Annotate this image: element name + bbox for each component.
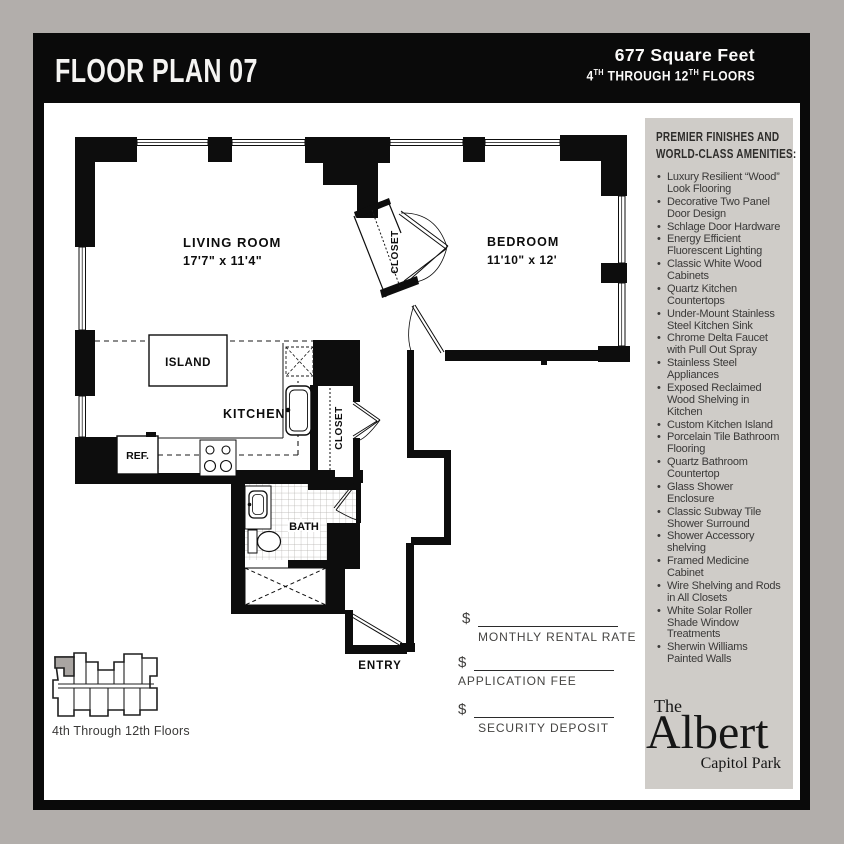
amenity-item: Under-Mount Stainless Steel Kitchen Sink [656, 308, 783, 333]
amenity-item: Custom Kitchen Island [656, 419, 783, 432]
room-labels: LIVING ROOM 17'7" x 11'4" BEDROOM 11'10"… [126, 230, 559, 672]
floor-plan-drawing: LIVING ROOM 17'7" x 11'4" BEDROOM 11'10"… [75, 135, 630, 672]
amenity-item: Porcelain Tile Bathroom Flooring [656, 431, 783, 456]
amenity-item: Glass Shower Enclosure [656, 481, 783, 506]
amenities-list: Luxury Resilient “Wood” Look FlooringDec… [656, 171, 783, 666]
kitchen-label: KITCHEN [223, 407, 286, 421]
amenity-item: Stainless Steel Appliances [656, 357, 783, 382]
amenities-heading: PREMIER FINISHES AND WORLD-CLASS AMENITI… [656, 130, 797, 161]
building-keyplan [52, 652, 158, 717]
fill-in-line[interactable] [474, 717, 614, 718]
bedroom-closet-label: CLOSET [390, 230, 401, 274]
amenity-item: Schlage Door Hardware [656, 221, 783, 234]
amenity-item: Exposed Reclaimed Wood Shelving in Kitch… [656, 382, 783, 419]
living-room-label: LIVING ROOM [183, 235, 281, 250]
toilet-fixture [247, 529, 282, 554]
amenity-item: Classic White Wood Cabinets [656, 258, 783, 283]
bath-label: BATH [289, 521, 319, 533]
application-fee-label: APPLICATION FEE [458, 674, 577, 688]
logo-subtitle: Capitol Park [700, 755, 781, 773]
walls [75, 135, 630, 654]
island-label: ISLAND [165, 357, 211, 369]
hall-closet [329, 388, 381, 477]
amenity-item: Decorative Two Panel Door Design [656, 196, 783, 221]
fill-in-line[interactable] [478, 626, 618, 627]
hall-closet-label: CLOSET [334, 406, 345, 450]
amenity-item: Quartz Bathroom Countertop [656, 456, 783, 481]
kitchen-island [148, 334, 228, 387]
security-deposit-label: SECURITY DEPOSIT [478, 721, 609, 735]
bath-door [333, 482, 358, 521]
page-title: FLOOR PLAN 07 [55, 52, 258, 89]
ref-label: REF. [126, 450, 149, 462]
amenity-item: Classic Subway Tile Shower Surround [656, 506, 783, 531]
fill-in-line[interactable] [474, 670, 614, 671]
bedroom-door [408, 304, 445, 354]
dollar-sign: $ [458, 654, 467, 671]
amenity-item: Wire Shelving and Rods in All Closets [656, 580, 783, 605]
living-room-dims: 17'7" x 11'4" [183, 254, 262, 268]
shower [244, 567, 327, 606]
highlighted-unit [54, 656, 75, 677]
bath-sink-fixture [244, 485, 272, 530]
dollar-sign: $ [462, 610, 471, 627]
entry-label: ENTRY [358, 660, 402, 672]
amenity-item: Shower Accessory shelving [656, 530, 783, 555]
header-right: 677 Square Feet 4TH THROUGH 12TH FLOORS [559, 45, 755, 84]
refrigerator-fixture [116, 432, 159, 475]
amenity-item: Framed Medicine Cabinet [656, 555, 783, 580]
amenity-item: Quartz Kitchen Countertops [656, 283, 783, 308]
amenities-panel: PREMIER FINISHES AND WORLD-CLASS AMENITI… [645, 118, 797, 789]
bedroom-closet [353, 200, 449, 298]
bedroom-label: BEDROOM [487, 235, 559, 249]
keyplan-caption: 4th Through 12th Floors [52, 724, 190, 738]
brand-logo: The Albert Capitol Park [645, 697, 793, 773]
kitchen-sink-fixture [285, 346, 314, 436]
monthly-rental-label: MONTHLY RENTAL RATE [478, 630, 637, 644]
dollar-sign: $ [458, 701, 467, 718]
amenity-item: White Solar Roller Shade Window Treatmen… [656, 605, 783, 642]
logo-the: The [654, 696, 682, 716]
logo-name: Albert [646, 706, 769, 759]
stove-fixture [199, 439, 237, 477]
amenity-item: Luxury Resilient “Wood” Look Flooring [656, 171, 783, 196]
amenity-item: Chrome Delta Faucet with Pull Out Spray [656, 332, 783, 357]
amenity-item: Energy Efficient Fluorescent Lighting [656, 233, 783, 258]
windows [78, 139, 626, 438]
bedroom-dims: 11'10" x 12' [487, 253, 557, 267]
square-feet: 677 Square Feet [614, 45, 755, 65]
entry-door [351, 613, 403, 653]
floors-range: 4TH THROUGH 12TH FLOORS [586, 67, 755, 84]
amenity-item: Sherwin Williams Painted Walls [656, 641, 783, 666]
